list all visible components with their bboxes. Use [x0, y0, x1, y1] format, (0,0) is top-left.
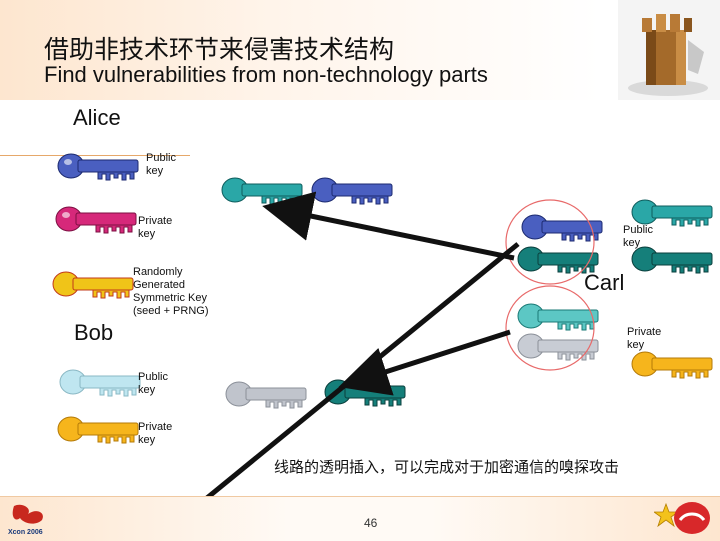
- alice-public-key-copy-icon: [311, 177, 393, 205]
- bob-private-key-label: Private key: [138, 421, 173, 446]
- xcon-logo-text: Xcon 2006: [8, 529, 43, 536]
- castle-tower-icon: [618, 0, 720, 100]
- session-key-icon: [52, 271, 134, 299]
- carl-gray-key-icon: [517, 333, 599, 361]
- bob-public-key-icon: [59, 369, 141, 397]
- slide-title-english: Find vulnerabilities from non-technology…: [44, 62, 488, 87]
- alice-label: Alice: [73, 105, 121, 130]
- carl-public-key-icon: [521, 214, 603, 242]
- carl-label: Carl: [584, 270, 625, 295]
- alice-private-key-icon: [55, 206, 137, 234]
- session-key-label: Randomly Generated Symmetric Key (seed +…: [133, 266, 209, 317]
- arrow-carl-to-bob-key: [338, 329, 511, 396]
- divider-line: [0, 155, 190, 156]
- footer-band: [0, 496, 720, 541]
- carl-private-key-icon: [631, 351, 713, 379]
- bob-private-key-icon: [57, 416, 139, 444]
- right-dark-teal-key-icon: [631, 246, 713, 274]
- arrow-carl-to-alice: [262, 191, 515, 261]
- alice-public-key-label: Public key: [146, 152, 176, 177]
- alice-private-key-label: Private key: [138, 215, 173, 240]
- carl-top-circle: [505, 199, 595, 285]
- header-band: [0, 0, 600, 100]
- alice-public-key-icon: [57, 153, 139, 181]
- intercepted-key-teal-icon: [221, 177, 303, 205]
- bob-public-key-label: Public key: [138, 371, 168, 396]
- carl-bottom-circle: [505, 285, 595, 371]
- carl-public-key-label: Public key: [623, 224, 653, 249]
- bob-label: Bob: [74, 320, 114, 345]
- sponsor-logo-icon: [654, 502, 710, 534]
- right-teal-key-icon: [631, 199, 713, 227]
- page-number: 46: [364, 516, 378, 530]
- slide-title-chinese: 借助非技术环节来侵害技术结构: [44, 35, 395, 64]
- bob-public-key-copy-icon: [225, 381, 307, 409]
- carl-light-teal-key-icon: [517, 303, 599, 331]
- caption-chinese: 线路的透明插入，可以完成对于加密通信的嗅探攻击: [274, 458, 620, 476]
- carl-private-key-label: Private key: [627, 326, 662, 351]
- xcon-logo-icon: Xcon 2006: [8, 504, 43, 536]
